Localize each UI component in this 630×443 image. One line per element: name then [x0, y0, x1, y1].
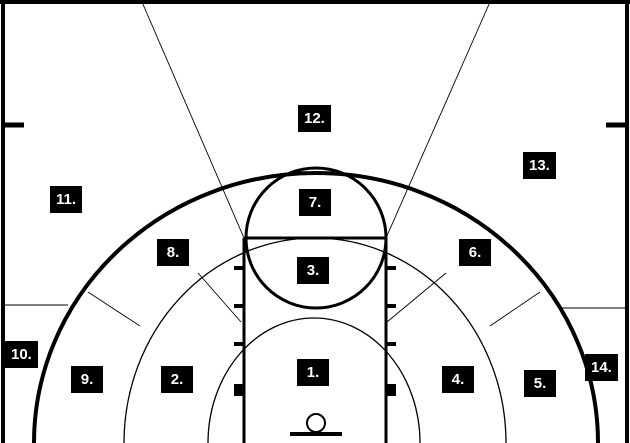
zone-label-7: 7.	[299, 189, 331, 216]
zone-label-12: 12.	[298, 105, 331, 132]
rim	[306, 413, 326, 433]
zone-label-13: 13.	[523, 152, 556, 179]
zone-divider-lines	[3, 1, 627, 327]
zone-label-11: 11.	[50, 186, 83, 213]
zone-label-8: 8.	[157, 239, 189, 266]
zone-label-5: 5.	[524, 370, 556, 397]
zone-label-14: 14.	[585, 354, 618, 381]
zone-label-2: 2.	[161, 366, 193, 393]
zone-label-9: 9.	[71, 366, 103, 393]
paint-lane	[242, 236, 388, 443]
zone-label-3: 3.	[297, 257, 329, 284]
zone-label-1: 1.	[297, 359, 329, 386]
short-range-arc	[207, 317, 421, 443]
three-point-arc	[32, 171, 600, 443]
zone-label-4: 4.	[442, 366, 474, 393]
lane-blocks	[234, 384, 396, 396]
zone-label-6: 6.	[459, 239, 491, 266]
zone-label-10: 10.	[5, 341, 38, 368]
lane-hash-marks	[234, 266, 396, 346]
